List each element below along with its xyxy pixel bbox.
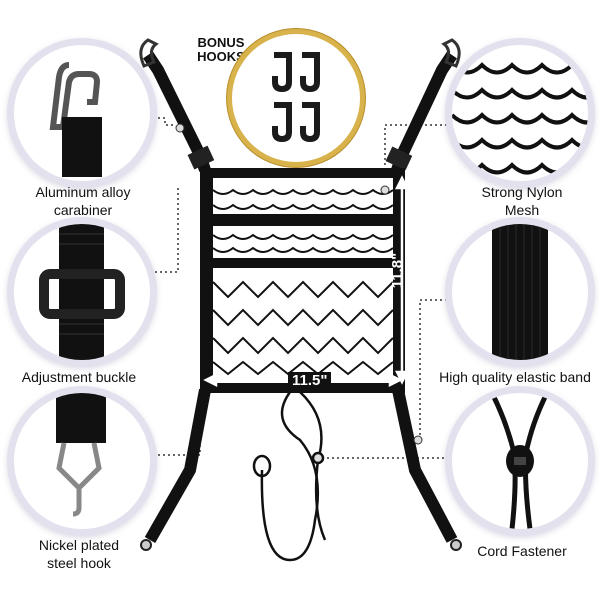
mesh-label-line2: Mesh [504, 202, 540, 218]
elastic-band-label-line1: High quality elastic band [439, 369, 591, 385]
carabiner-label-line2: carabiner [53, 202, 113, 218]
connector-buckle [150, 185, 179, 273]
mesh-circle [452, 45, 588, 181]
net-body [200, 168, 410, 393]
carabiner-icon [49, 62, 102, 177]
steel-hook-label-line2: steel hook [47, 555, 111, 571]
carabiner-circle [14, 45, 150, 181]
cord-fastener-circle [452, 393, 588, 529]
bonus-hooks-title: BONUS HOOKS [188, 36, 254, 64]
bottom-cord [252, 391, 327, 562]
bonus-hooks-image [232, 34, 360, 162]
elastic-band-icon [492, 224, 548, 360]
mesh-label: Strong Nylon Mesh [447, 183, 597, 219]
steel-hook-label: Nickel plated steel hook [4, 536, 154, 572]
mesh-icon [452, 62, 588, 175]
carabiner-label: Aluminum alloy carabiner [8, 183, 158, 219]
mesh-label-line1: Strong Nylon [481, 184, 563, 200]
elastic-band-circle [452, 224, 588, 360]
carabiner-label-line1: Aluminum alloy [35, 184, 131, 200]
buckle-icon [39, 224, 125, 360]
steel-hook-circle [14, 393, 150, 529]
bonus-line-2: HOOKS [197, 49, 245, 64]
bonus-line-1: BONUS [197, 35, 245, 50]
cord-fastener-icon [489, 393, 550, 529]
height-dimension-label: 11.8" [389, 252, 407, 289]
steel-hook-icon [56, 393, 106, 517]
buckle-label: Adjustment buckle [4, 368, 154, 386]
cord-fastener-label-line1: Cord Fastener [477, 543, 567, 559]
elastic-band-label: High quality elastic band [432, 368, 598, 386]
right-strap [385, 38, 462, 551]
steel-hook-label-line1: Nickel plated [38, 537, 120, 553]
width-dimension-label: 11.5" [288, 372, 332, 389]
buckle-label-line1: Adjustment buckle [21, 369, 137, 385]
cord-fastener-label: Cord Fastener [447, 542, 597, 560]
buckle-circle [14, 224, 150, 360]
connector-elastic [419, 299, 455, 440]
connector-carabiner [148, 117, 175, 126]
hooks-icon [272, 52, 320, 142]
left-strap [139, 38, 215, 551]
